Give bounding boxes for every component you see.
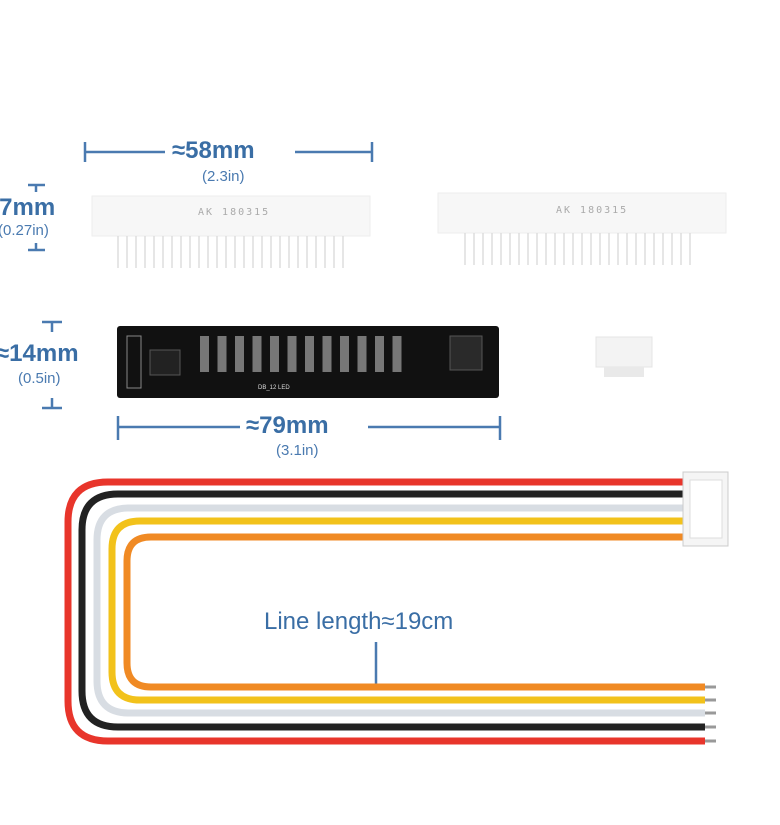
led-segment: [200, 336, 209, 372]
wire: [64, 478, 705, 745]
led-segment: [305, 336, 314, 372]
pin-header-2: [437, 192, 727, 265]
header-marking: AK 180315: [198, 207, 271, 218]
wire: [93, 504, 705, 717]
led-segment: [392, 336, 402, 372]
dimension-lines: [28, 142, 502, 684]
small-connector: [595, 336, 653, 377]
led-segment: [252, 336, 262, 372]
led-segment: [287, 336, 297, 372]
cable-wires: [64, 478, 716, 745]
board-width-label: ≈79mm: [246, 412, 329, 439]
header-height-imperial: (0.27in): [0, 222, 49, 239]
wire: [108, 517, 705, 704]
board-width-imperial: (3.1in): [276, 442, 319, 459]
led-segment: [217, 336, 227, 372]
header-width-imperial: (2.3in): [202, 168, 245, 185]
pin-header-1: [91, 195, 371, 268]
board-height-label: ≈14mm: [0, 340, 79, 367]
wire: [123, 533, 705, 691]
led-segment: [270, 336, 279, 372]
wire: [78, 490, 705, 731]
led-pcb: [117, 326, 499, 398]
header-width-label: ≈58mm: [172, 137, 255, 164]
cable-length-label: Line length≈19cm: [264, 608, 454, 635]
board-height-imperial: (0.5in): [18, 370, 61, 387]
led-segment: [235, 336, 244, 372]
led-segment: [357, 336, 367, 372]
header-height-label: ≈7mm: [0, 194, 56, 221]
led-segment: [340, 336, 349, 372]
led-segment: [375, 336, 384, 372]
header-marking: AK 180315: [556, 205, 629, 216]
cable-connector: [682, 471, 729, 547]
led-segment: [322, 336, 332, 372]
pcb-label: DB_12 LED: [258, 385, 290, 391]
